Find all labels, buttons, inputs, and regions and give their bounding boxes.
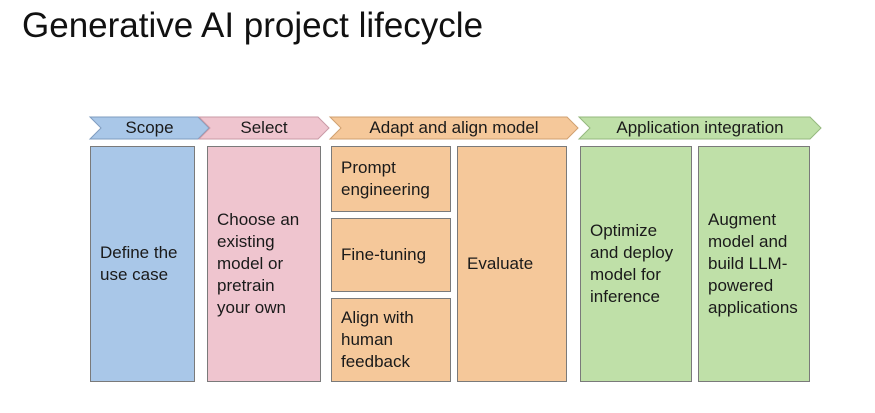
phase-label-integration: Application integration	[616, 118, 784, 137]
scope-chevron	[88, 116, 210, 140]
fine-tuning-box: Fine-tuning	[331, 218, 451, 292]
fine-tuning-text: Fine-tuning	[341, 245, 427, 264]
augment-model-text: Augment model and build LLM- powered app…	[708, 210, 798, 317]
prompt-engineering-text: Prompt engineering	[341, 158, 430, 199]
define-use-case-box: Define the use case	[90, 146, 195, 382]
phase-label-adapt: Adapt and align model	[369, 118, 539, 137]
align-human-feedback-text: Align with human feedback	[341, 308, 414, 371]
choose-model-box: Choose an existing model or pretrain you…	[207, 146, 321, 382]
augment-model-box: Augment model and build LLM- powered app…	[698, 146, 810, 382]
define-use-case-text: Define the use case	[100, 243, 178, 284]
optimize-deploy-box: Optimize and deploy model for inference	[580, 146, 692, 382]
page-title: Generative AI project lifecycle	[22, 6, 484, 45]
optimize-deploy-text: Optimize and deploy model for inference	[590, 221, 674, 306]
align-human-feedback-box: Align with human feedback	[331, 298, 451, 382]
prompt-engineering-box: Prompt engineering	[331, 146, 451, 212]
evaluate-box: Evaluate	[457, 146, 567, 382]
adapt-chevron	[328, 116, 579, 140]
evaluate-text: Evaluate	[467, 254, 534, 273]
phase-label-scope: Scope	[125, 118, 174, 137]
phase-label-select: Select	[240, 118, 288, 137]
choose-model-text: Choose an existing model or pretrain you…	[217, 210, 300, 317]
select-chevron	[197, 116, 330, 140]
integration-chevron	[577, 116, 822, 140]
